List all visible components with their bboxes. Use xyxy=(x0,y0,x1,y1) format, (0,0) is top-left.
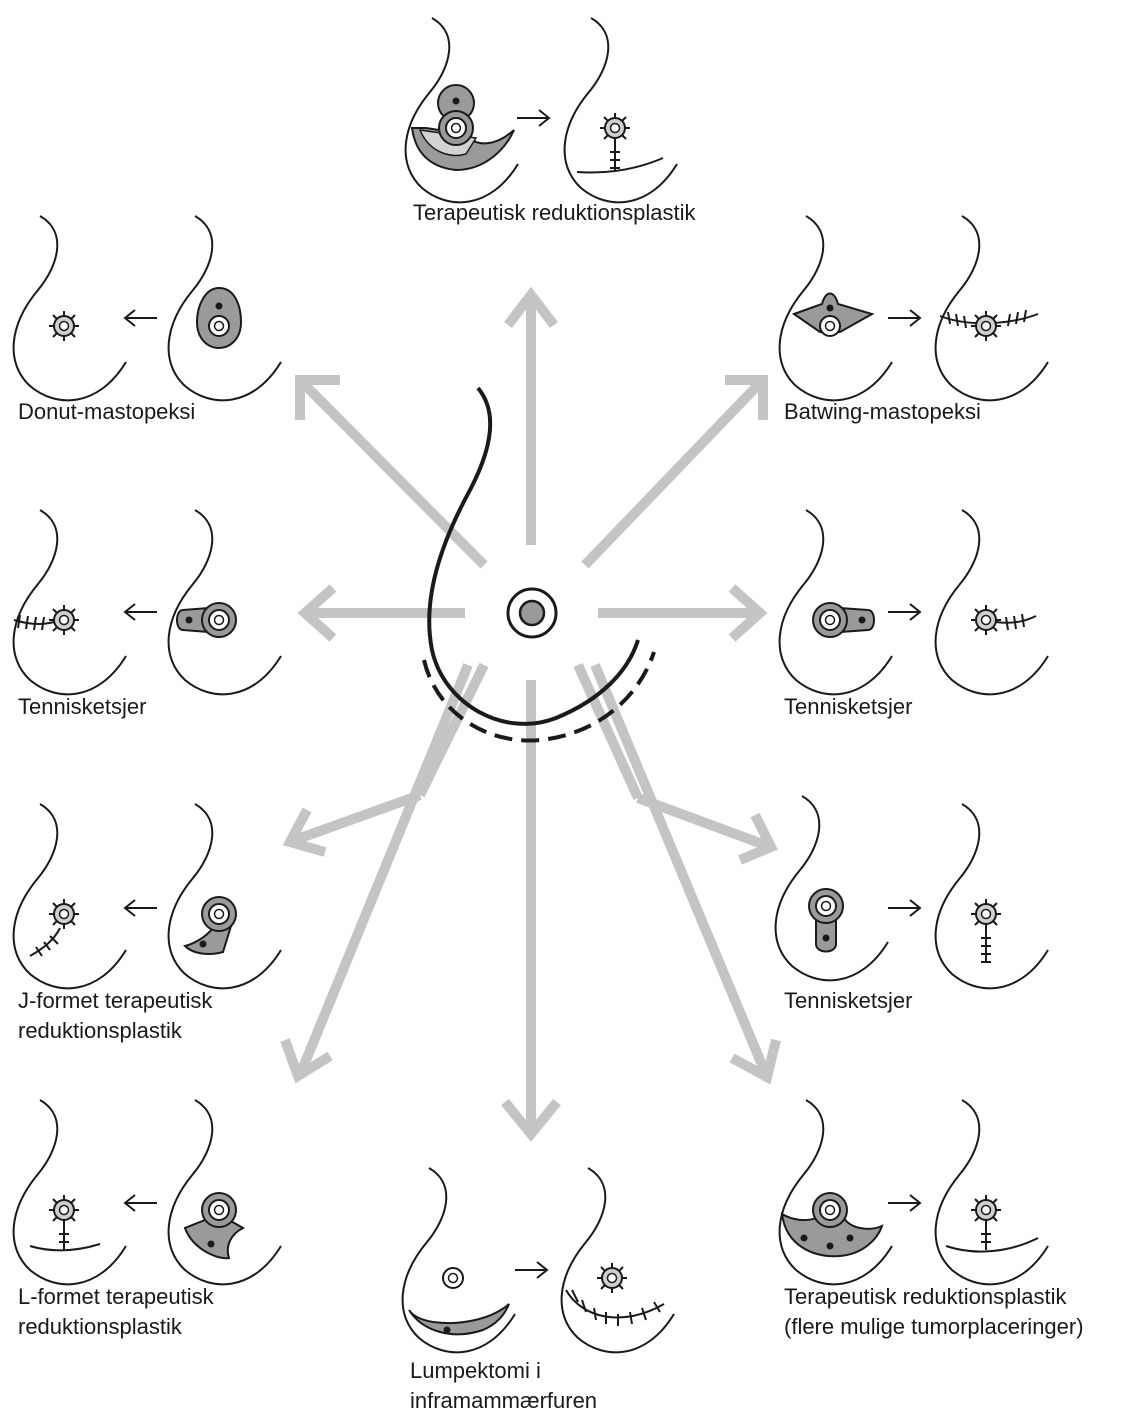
label-line: Donut-mastopeksi xyxy=(18,397,195,427)
arrow-left-icon xyxy=(125,900,157,916)
label-line: J-formet terapeutisk xyxy=(18,986,212,1016)
post-op-breast-icon xyxy=(565,18,677,202)
label-line: (flere mulige tumorplaceringer) xyxy=(784,1312,1084,1342)
post-op-breast-icon xyxy=(936,1100,1048,1284)
post-op-breast-icon xyxy=(14,1100,126,1284)
arrow-upper-right-icon xyxy=(585,380,763,565)
label-lower-right: Tennisketsjer xyxy=(784,986,912,1016)
technique-mid-right xyxy=(780,510,1048,694)
label-mid-left: Tennisketsjer xyxy=(18,692,146,722)
arrow-up-icon xyxy=(508,295,554,545)
label-lower-left: J-formet terapeutisk reduktionsplastik xyxy=(18,986,212,1046)
pre-op-breast-icon xyxy=(169,216,281,400)
label-upper-right: Batwing-mastopeksi xyxy=(784,397,981,427)
post-op-breast-icon xyxy=(936,510,1048,694)
arrow-right-icon xyxy=(888,900,920,916)
technique-upper-right xyxy=(780,216,1048,400)
arrow-right-icon xyxy=(888,1195,920,1211)
arrow-lower-right-long-icon xyxy=(595,665,776,1077)
arrow-down-icon xyxy=(505,680,557,1134)
label-line: Tennisketsjer xyxy=(784,986,912,1016)
technique-lower-left xyxy=(14,804,281,988)
pre-op-breast-icon xyxy=(780,510,892,694)
arrow-left-icon xyxy=(125,604,157,620)
label-line: reduktionsplastik xyxy=(18,1312,214,1342)
pre-op-breast-icon xyxy=(780,1100,892,1284)
technique-mid-left xyxy=(14,510,281,694)
post-op-breast-icon xyxy=(14,804,126,988)
post-op-breast-icon xyxy=(562,1168,674,1352)
post-op-breast-icon xyxy=(14,216,126,400)
label-mid-right: Tennisketsjer xyxy=(784,692,912,722)
pre-op-breast-icon xyxy=(169,1100,281,1284)
label-line: reduktionsplastik xyxy=(18,1016,212,1046)
pre-op-breast-icon xyxy=(406,18,518,202)
arrow-left-icon xyxy=(125,1195,157,1211)
technique-bottom-left xyxy=(14,1100,281,1284)
nipple-areola-icon xyxy=(508,589,556,637)
pre-op-breast-icon xyxy=(780,216,892,400)
arrow-right-icon xyxy=(515,1262,547,1278)
technique-bottom xyxy=(403,1168,674,1352)
label-bottom-right: Terapeutisk reduktionsplastik (flere mul… xyxy=(784,1282,1084,1342)
pre-op-breast-icon xyxy=(776,796,888,980)
label-line: Lumpektomi i xyxy=(410,1356,597,1386)
technique-upper-left xyxy=(14,216,281,400)
post-op-breast-icon xyxy=(936,804,1048,988)
label-line: Tennisketsjer xyxy=(784,692,912,722)
arrow-right-icon xyxy=(888,310,920,326)
pre-op-breast-icon xyxy=(169,510,281,694)
label-line: Terapeutisk reduktionsplastik xyxy=(413,198,695,228)
label-line: Batwing-mastopeksi xyxy=(784,397,981,427)
label-upper-left: Donut-mastopeksi xyxy=(18,397,195,427)
arrow-lower-left-long-icon xyxy=(285,665,468,1076)
arrow-left-icon xyxy=(305,588,465,638)
radiating-arrows xyxy=(285,295,776,1134)
arrow-right-icon xyxy=(888,604,920,620)
arrow-right-icon xyxy=(517,110,549,126)
label-line: Terapeutisk reduktionsplastik xyxy=(784,1282,1084,1312)
post-op-breast-icon xyxy=(14,510,126,694)
technique-top xyxy=(406,18,677,202)
post-op-breast-icon xyxy=(936,216,1048,400)
label-bottom-left: L-formet terapeutisk reduktionsplastik xyxy=(18,1282,214,1342)
arrow-left-icon xyxy=(125,310,157,326)
label-line: L-formet terapeutisk xyxy=(18,1282,214,1312)
pre-op-breast-icon xyxy=(169,804,281,988)
label-bottom: Lumpektomi i inframammærfuren xyxy=(410,1356,597,1416)
arrow-upper-left-icon xyxy=(300,380,484,565)
arrow-right-icon xyxy=(598,588,760,638)
label-line: Tennisketsjer xyxy=(18,692,146,722)
label-top: Terapeutisk reduktionsplastik xyxy=(413,198,695,228)
technique-lower-right xyxy=(776,796,1048,988)
technique-bottom-right xyxy=(780,1100,1048,1284)
pre-op-breast-icon xyxy=(403,1168,515,1352)
